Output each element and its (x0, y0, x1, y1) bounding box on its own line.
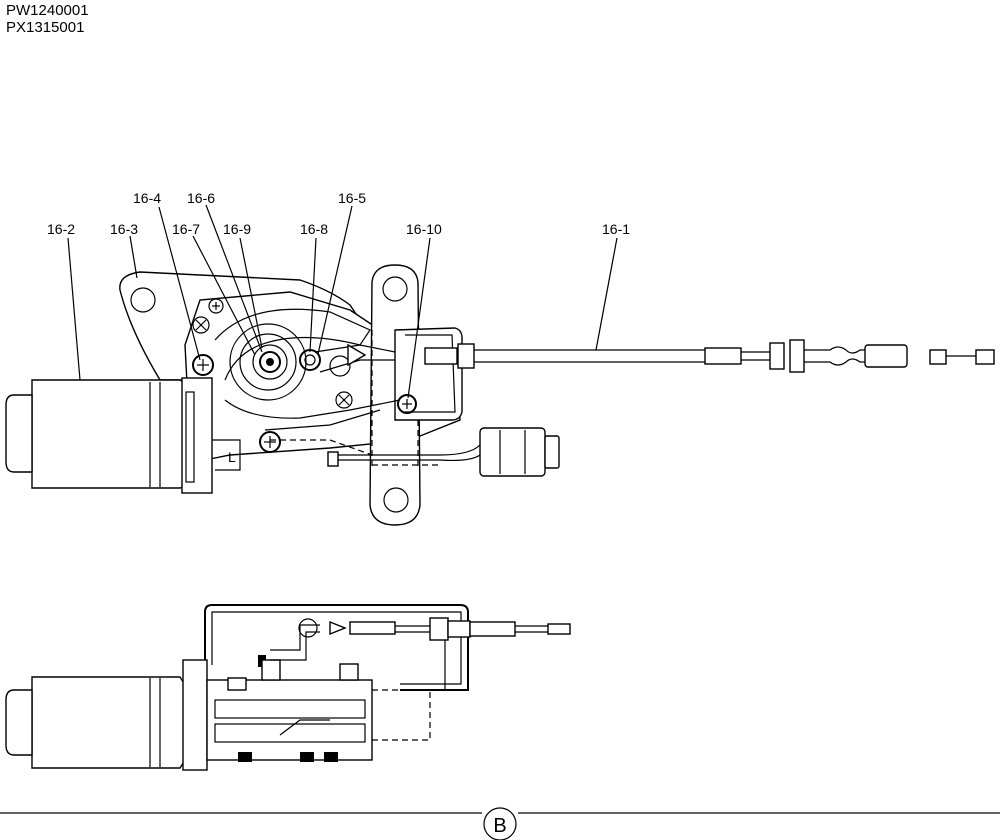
control-cable (424, 339, 995, 373)
callout-16-8: 16-8 (300, 221, 328, 237)
callout-16-1: 16-1 (602, 221, 630, 237)
hub-washer (252, 344, 288, 380)
side-motor-body (31, 676, 186, 769)
callout-16-4: 16-4 (133, 190, 161, 206)
callout-16-10: 16-10 (406, 221, 442, 237)
hub-nut (259, 351, 281, 373)
callout-16-5: 16-5 (338, 190, 366, 206)
callout-16-9: 16-9 (223, 221, 251, 237)
callout-16-7: 16-7 (172, 221, 200, 237)
bracket-bottom-hole (383, 487, 409, 513)
screw-upper (208, 298, 224, 314)
callout-16-3: 16-3 (110, 221, 138, 237)
bracket-top-hole (382, 276, 408, 302)
motor-body (31, 379, 201, 489)
motor-end-cap (5, 394, 33, 473)
document-code-1: PW1240001 (6, 2, 89, 19)
link-pin (329, 355, 351, 377)
leader-lines (67, 204, 618, 399)
view-marker-letter: B (493, 815, 506, 837)
rivet-mark-left (192, 316, 210, 334)
side-gearbox (206, 679, 373, 761)
gear-housing-inner (239, 333, 297, 391)
harness-connector (479, 427, 560, 477)
document-code-2: PX1315001 (6, 19, 85, 36)
callout-labels: 16-2 16-3 16-4 16-6 16-7 16-9 16-5 16-8 … (47, 190, 630, 237)
motor-side-letter: L (228, 449, 236, 465)
side-motor-cap (5, 689, 33, 756)
callout-16-6: 16-6 (187, 190, 215, 206)
rivet-mark-right (335, 391, 353, 409)
side-cover (204, 604, 469, 691)
top-view-assembly: L (5, 264, 995, 526)
view-marker: B (0, 807, 1000, 840)
sector-cam (214, 308, 371, 381)
screw-16-10 (397, 394, 417, 414)
screw-lower (259, 431, 281, 453)
side-view-assembly (5, 604, 571, 771)
screw-16-4 (192, 354, 214, 376)
motor-flange (181, 377, 213, 494)
callout-16-2: 16-2 (47, 221, 75, 237)
left-ear-hole (130, 287, 156, 313)
